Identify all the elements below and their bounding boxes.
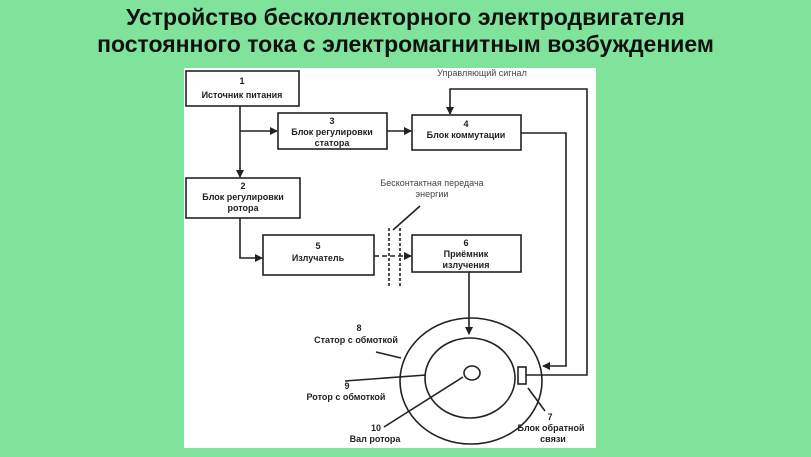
block-3: 3 Блок регулировки статора xyxy=(277,112,388,150)
svg-text:Излучатель: Излучатель xyxy=(292,253,345,263)
svg-text:5: 5 xyxy=(315,241,320,251)
svg-text:1: 1 xyxy=(239,76,244,86)
svg-text:статора: статора xyxy=(315,138,351,148)
block-2: 2 Блок регулировки ротора xyxy=(185,177,301,219)
arrow-4-to-stator xyxy=(521,132,567,370)
block-5: 5 Излучатель xyxy=(262,234,375,276)
label-10-num: 10 xyxy=(371,423,381,433)
label-7: Блок обратной xyxy=(517,423,584,433)
label-10: Вал ротора xyxy=(350,434,402,444)
slide-title-line-2: постоянного тока с электромагнитным возб… xyxy=(97,31,714,57)
svg-text:Приёмник: Приёмник xyxy=(444,249,489,259)
rotor-circle xyxy=(424,337,516,419)
svg-text:4: 4 xyxy=(463,119,468,129)
svg-text:Блок регулировки: Блок регулировки xyxy=(202,192,284,202)
label-7-num: 7 xyxy=(547,412,552,422)
svg-text:Блок коммутации: Блок коммутации xyxy=(427,130,506,140)
contactless-leader xyxy=(392,205,421,231)
svg-text:3: 3 xyxy=(329,116,334,126)
label-8-num: 8 xyxy=(356,323,361,333)
label-9-num: 9 xyxy=(344,381,349,391)
svg-text:Источник питания: Источник питания xyxy=(202,90,283,100)
control-signal-line xyxy=(446,88,588,376)
svg-text:излучения: излучения xyxy=(443,260,490,270)
label-9: Ротор с обмоткой xyxy=(307,392,386,402)
svg-text:6: 6 xyxy=(463,238,468,248)
block-4: 4 Блок коммутации xyxy=(411,114,522,151)
arrow-2-to-5 xyxy=(239,218,263,262)
label-7-line-2: связи xyxy=(540,434,566,444)
stator-circle xyxy=(399,317,543,445)
svg-text:ротора: ротора xyxy=(227,203,259,213)
svg-text:2: 2 xyxy=(240,181,245,191)
contactless-label-1: Бесконтактная передача xyxy=(380,178,483,188)
block-1: 1 Источник питания xyxy=(185,70,300,107)
block-6: 6 Приёмник излучения xyxy=(411,234,522,273)
control-signal-label: Управляющий сигнал xyxy=(437,68,527,78)
slide-title-line-1: Устройство бесколлекторного электродвига… xyxy=(126,4,685,30)
shaft-circle xyxy=(463,365,481,381)
motor xyxy=(344,317,546,445)
contactless-label-2: энергии xyxy=(416,189,449,199)
feedback-sensor xyxy=(517,366,527,385)
label-8: Статор с обмоткой xyxy=(314,335,398,345)
svg-text:Блок регулировки: Блок регулировки xyxy=(291,127,373,137)
connections xyxy=(236,88,588,376)
